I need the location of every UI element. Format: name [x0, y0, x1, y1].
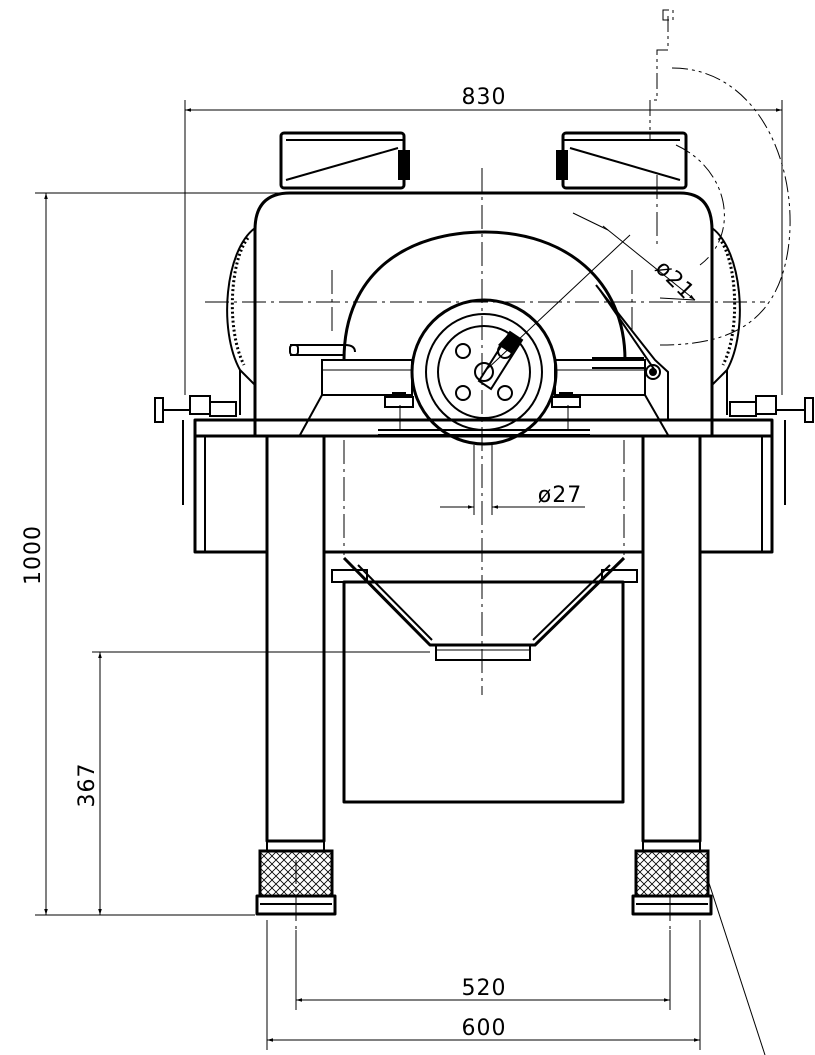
housing — [253, 191, 714, 436]
dim-520: 520 — [462, 976, 507, 1001]
motor-left — [279, 131, 410, 190]
side-guards — [226, 227, 741, 415]
dim-600: 600 — [462, 1016, 507, 1041]
feet — [255, 840, 766, 1055]
rotor-hub — [410, 234, 631, 446]
motor-right — [556, 131, 688, 190]
dim-367: 367 — [75, 763, 100, 808]
base-frame — [182, 418, 786, 843]
dimension-lines — [35, 100, 783, 1050]
dim-shaft-diameter: ø27 — [538, 483, 582, 508]
side-clamps — [154, 395, 814, 423]
dim-1000: 1000 — [21, 525, 46, 585]
dim-830: 830 — [462, 85, 507, 110]
hopper — [331, 556, 638, 804]
